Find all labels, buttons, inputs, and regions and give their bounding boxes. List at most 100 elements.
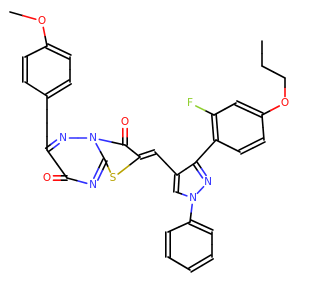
bond-ph3-ph4 — [199, 254, 212, 263]
bond-c2-ch — [146, 149, 156, 154]
bond-a2-a3 — [213, 108, 226, 116]
bond-a3-a4 — [236, 100, 251, 108]
atom-o_c7: O — [43, 172, 51, 184]
bond-n_tri2-c8a — [95, 142, 102, 153]
bond-a5-a6 — [240, 147, 254, 155]
bond-pz4-pz3 — [176, 168, 187, 176]
atom-s_thz: S — [110, 172, 117, 184]
bond-o_meo-r1a — [44, 35, 48, 47]
atom-n_pz1: N — [189, 192, 197, 204]
bond-r1c-r1d — [47, 90, 61, 99]
bond-r1c-r1d — [56, 79, 70, 88]
bond-a1-a2 — [215, 114, 218, 129]
bond-c2-s_thz — [128, 156, 141, 167]
bond-r1d-r1e — [35, 88, 48, 97]
bond-a1-a2 — [211, 114, 214, 129]
bond-pz3-n_pz2 — [200, 167, 207, 177]
atom-o_meo: O — [38, 15, 46, 27]
bond-r1a-r1b — [58, 48, 72, 56]
bond-c6-n_tri1 — [52, 142, 60, 149]
bond-a5-a6 — [238, 143, 252, 151]
bond-c3b-c2 — [131, 150, 141, 158]
bond-a3-a4 — [234, 104, 249, 112]
bond-r1c-r1d — [45, 86, 59, 95]
bond-n_pz1-pz5 — [180, 193, 188, 197]
bond-a2-f_ar — [195, 105, 206, 112]
bond-pz5-pz4 — [177, 174, 180, 185]
bond-a5-a6 — [250, 137, 264, 145]
bond-s_thz-c8a — [106, 165, 112, 173]
bond-pz3-n_pz2 — [197, 170, 204, 179]
bond-ph3-ph4 — [201, 258, 214, 267]
bond-pz3-n_pz2 — [192, 163, 199, 172]
bond-p1-p2 — [272, 71, 286, 79]
bond-a4-a5 — [262, 126, 265, 141]
bond-pz3-a1 — [204, 139, 217, 153]
bond-a2-a3 — [224, 102, 237, 110]
bond-pz5-pz4 — [173, 174, 176, 185]
bond-ph6-ph1 — [167, 226, 180, 233]
atom-n_pz2: N — [204, 176, 212, 188]
atom-n_tri3: N — [89, 179, 97, 191]
bond-a6-a1 — [215, 139, 229, 147]
bond-c8a-n_tri3 — [97, 158, 104, 170]
bond-r1a-r1b — [45, 47, 59, 55]
bond-c7-c6 — [46, 149, 58, 165]
atom-f_ar: F — [187, 97, 193, 109]
bond-c2-ch — [147, 153, 157, 158]
bond-c2-ch — [139, 155, 149, 160]
bond-c6-n_tri1 — [50, 139, 58, 145]
bond-a6-a1 — [227, 145, 241, 153]
bond-c2-ch — [138, 151, 148, 156]
bond-ch-pz4 — [154, 151, 167, 165]
bond-r1f-r1a — [24, 50, 37, 58]
bond-o_meo-r1a — [42, 26, 46, 38]
atom-n_tri1: N — [59, 132, 67, 144]
bond-ph6-ph1 — [178, 221, 191, 228]
bond-r1c-r1d — [58, 83, 72, 92]
bond-c2-s_thz — [117, 164, 130, 175]
bond-me-o_meo — [22, 14, 37, 21]
atom-o_c3: O — [121, 116, 129, 128]
bond-me-o_meo — [9, 11, 24, 17]
bond-c8a-n_tri3 — [96, 169, 104, 181]
bond-n_pz1-pz5 — [175, 191, 183, 195]
bond-ph4-ph5 — [167, 256, 180, 265]
bond-a4-a5 — [261, 114, 264, 129]
bond-a2-f_ar — [204, 109, 215, 116]
bond-layer — [9, 11, 286, 273]
bond-ch-pz4 — [165, 162, 178, 176]
bond-pz5-pz4 — [173, 182, 176, 193]
bond-pz3-a1 — [194, 150, 207, 164]
bond-ph1-ph2 — [199, 228, 212, 235]
bond-pz5-pz4 — [177, 182, 180, 193]
bond-ph3-ph4 — [188, 260, 201, 269]
bond-ph3-ph4 — [190, 264, 203, 273]
bond-r1a-r1b — [47, 43, 61, 51]
bond-p1-p2 — [261, 65, 275, 73]
bond-a5-a6 — [252, 141, 266, 149]
bond-n_tri2-c3b — [98, 138, 113, 143]
bond-r1a-r1b — [56, 52, 70, 60]
bond-a4-o_pro — [269, 105, 281, 112]
bond-c8a-n_tri3 — [93, 167, 100, 179]
bond-c6-n_tri1 — [44, 143, 52, 150]
bond-n_pz1-ph1 — [190, 203, 193, 215]
bond-ph1-ph2 — [190, 219, 203, 226]
atom-o_pro: O — [281, 97, 289, 109]
bond-a4-o_pro — [261, 109, 272, 116]
bond-n_pz1-ph1 — [189, 212, 192, 223]
bond-pz3-n_pz2 — [196, 160, 203, 170]
bond-a3-a4 — [249, 106, 264, 114]
bond-s_thz-c8a — [104, 159, 109, 167]
bond-c6-n_tri1 — [47, 146, 55, 153]
bond-r1f-r1a — [35, 45, 48, 53]
bond-n_pz2-n_pz1 — [196, 189, 202, 195]
bond-c3b-c2 — [124, 144, 134, 152]
atom-n_tri2: N — [89, 132, 97, 144]
bond-n_tri2-c8a — [99, 151, 106, 161]
bond-a3-a4 — [247, 110, 262, 118]
bond-n_tri3-c7 — [66, 177, 78, 182]
